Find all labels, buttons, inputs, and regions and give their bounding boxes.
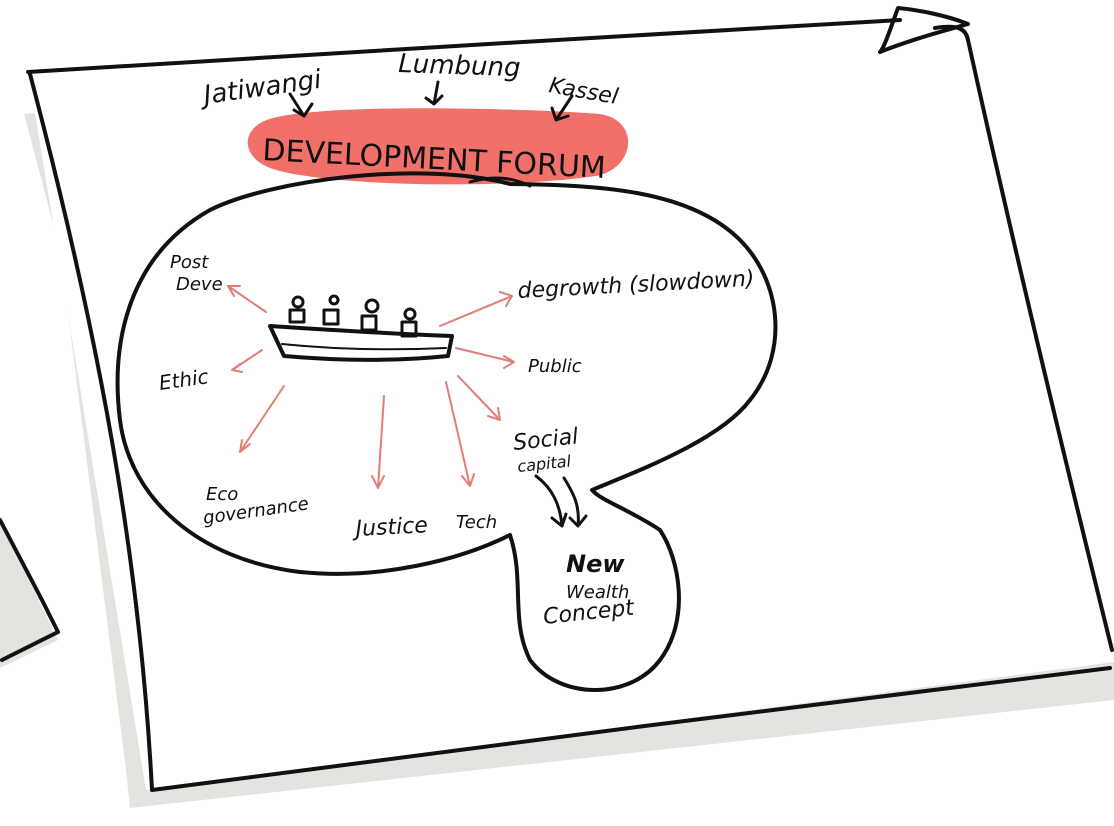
forum-highlight — [247, 108, 629, 185]
topic-justice: Justice — [351, 513, 428, 542]
source-lumbung: Lumbung — [398, 49, 521, 83]
topic-post-deve-line2: Deve — [176, 274, 223, 295]
topic-eco-line1: Eco — [206, 484, 238, 505]
back-sheet — [0, 518, 60, 668]
table-with-people-icon — [268, 294, 454, 362]
blob-overlap-stroke — [468, 176, 532, 188]
paper-sheet — [28, 24, 1114, 790]
outcome-line1: New — [566, 550, 625, 578]
topic-public: Public — [528, 356, 582, 377]
source-arrows — [288, 80, 574, 122]
page-curl — [878, 6, 970, 54]
outcome-line2: Wealth — [566, 582, 629, 603]
topic-arrows — [227, 285, 515, 489]
outcome-arrows — [534, 474, 588, 528]
paper-sheet-outline — [26, 18, 1114, 792]
topic-post-deve-line1: Post — [170, 252, 209, 273]
forum-scope-blob — [115, 171, 778, 692]
topic-tech: Tech — [456, 512, 497, 533]
